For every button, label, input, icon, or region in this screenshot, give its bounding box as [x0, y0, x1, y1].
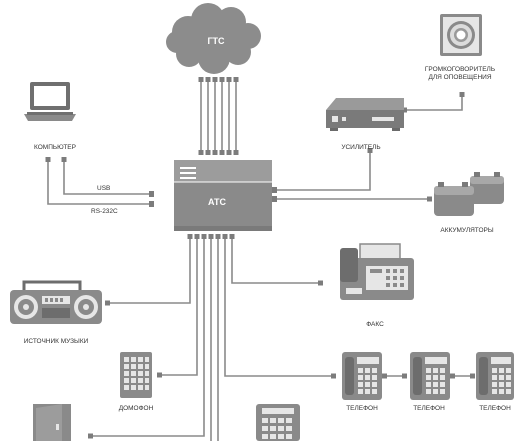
intercom-line [159, 238, 198, 376]
node-intercom [157, 372, 162, 378]
loudspeaker-line [405, 96, 463, 111]
node-bottom-6 [222, 234, 228, 239]
node-chain-4 [470, 373, 475, 379]
amplifier-label: УСИЛИТЕЛЬ [341, 144, 380, 151]
phone-icon [342, 352, 382, 400]
node-trunk-10 [219, 150, 225, 155]
node-rs232 [149, 201, 154, 207]
node-trunk-3 [212, 77, 218, 82]
cloud-label: ГТС [207, 36, 225, 46]
node-trunk-7 [198, 150, 204, 155]
node-chain-2 [402, 373, 407, 379]
node-trunk-6 [233, 77, 239, 82]
node-phone [331, 373, 336, 379]
node-trunk-8 [205, 150, 211, 155]
node-bottom-1 [187, 234, 193, 239]
phone-line [224, 238, 333, 377]
door-icon [33, 404, 71, 441]
node-trunk-12 [233, 150, 239, 155]
door-line [90, 238, 205, 437]
music-line [107, 238, 191, 304]
phone2-label: ТЕЛЕФОН [413, 405, 445, 412]
amplifier-icon [326, 98, 404, 131]
phone-icon [476, 352, 514, 400]
node-bottom-5 [215, 234, 221, 239]
node-bottom-3 [201, 234, 207, 239]
pbx-unit-icon [174, 160, 272, 231]
node-trunk-1 [198, 77, 204, 82]
fax-line [231, 238, 320, 284]
fax-icon [340, 243, 414, 300]
node-amp-right [402, 107, 407, 113]
connection-lines [47, 80, 472, 441]
rs232-label: RS-232C [91, 208, 118, 215]
phone1-label: ТЕЛЕФОН [346, 405, 378, 412]
phone-icon [410, 352, 450, 400]
pbx-label: АТС [208, 197, 227, 207]
node-bottom-7 [229, 234, 235, 239]
desk-phone-icon [256, 404, 300, 441]
laptop-icon [24, 82, 76, 121]
node-amp [272, 187, 277, 193]
phone3-label: ТЕЛЕФОН [479, 405, 511, 412]
rs232-line [47, 160, 152, 205]
node-trunk-5 [226, 77, 232, 82]
node-bottom-4 [208, 234, 214, 239]
intercom-icon [120, 352, 152, 398]
node-speaker [459, 92, 465, 97]
node-trunk-11 [226, 150, 232, 155]
node-chain-3 [450, 373, 455, 379]
node-comp-2 [45, 157, 51, 162]
node-trunk-2 [205, 77, 211, 82]
boombox-icon [10, 280, 102, 324]
cloud-icon [166, 3, 261, 74]
intercom-label: ДОМОФОН [119, 405, 154, 412]
computer-label: КОМПЬЮТЕР [34, 144, 76, 151]
node-music [105, 300, 110, 306]
connector-nodes [45, 77, 475, 439]
music-label: ИСТОЧНИК МУЗЫКИ [24, 338, 89, 345]
node-usb [149, 191, 154, 197]
node-comp-1 [61, 157, 67, 162]
node-chain-1 [382, 373, 387, 379]
usb-label: USB [97, 185, 110, 192]
node-bottom-2 [194, 234, 200, 239]
battery-icon [434, 172, 504, 216]
loudspeaker-icon [440, 14, 482, 56]
node-bat [272, 196, 277, 202]
node-trunk-9 [212, 150, 218, 155]
fax-label: ФАКС [366, 321, 384, 328]
batteries-label: АККУМУЛЯТОРЫ [440, 227, 493, 234]
node-bat-right [427, 196, 432, 202]
loudspeaker-label-line1: ГРОМКОГОВОРИТЕЛЬ [425, 66, 495, 73]
node-fax [318, 280, 323, 286]
amplifier-line [275, 150, 371, 191]
usb-line [63, 160, 152, 195]
loudspeaker-label-line2: ДЛЯ ОПОВЕЩЕНИЯ [428, 74, 491, 81]
node-amp-top [367, 148, 373, 153]
node-trunk-4 [219, 77, 225, 82]
node-door [88, 433, 93, 439]
